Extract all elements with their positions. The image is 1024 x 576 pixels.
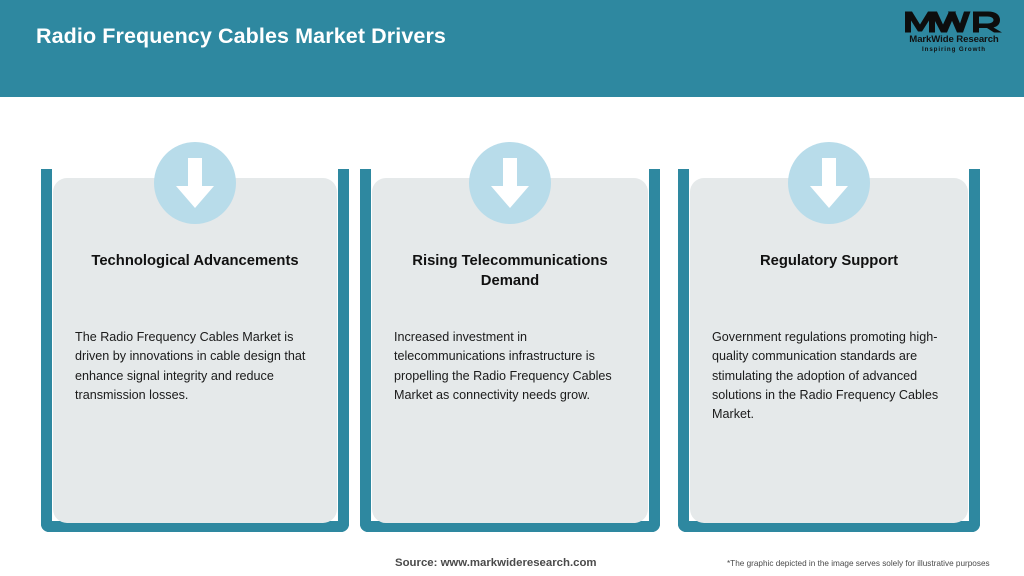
down-arrow-glyph (810, 158, 848, 208)
driver-card-1[interactable]: Technological Advancements The Radio Fre… (41, 142, 349, 532)
card-body-2: Increased investment in telecommunicatio… (394, 330, 612, 402)
driver-card-2[interactable]: Rising Telecommunications Demand Increas… (360, 142, 660, 532)
card-title-3: Regulatory Support (759, 253, 899, 269)
card-body-3: Government regulations promoting high-qu… (712, 330, 939, 422)
logo-tagline: Inspiring Growth (922, 46, 986, 53)
card-frame-accent-1 (41, 169, 349, 532)
card-title-1: Technological Advancements (91, 253, 299, 269)
driver-card-3[interactable]: Regulatory Support Government regulation… (678, 142, 980, 532)
down-arrow-glyph (176, 158, 214, 208)
page-title: Radio Frequency Cables Market Drivers (36, 24, 446, 48)
card-title-2: Rising Telecommunications Demand (412, 253, 608, 289)
card-surface-1: Technological Advancements The Radio Fre… (53, 178, 337, 523)
card-frame-accent-3 (678, 169, 980, 532)
markwide-research-logo: MarkWide Research Inspiring Growth (902, 8, 1006, 60)
down-arrow-icon-3 (788, 142, 870, 224)
logo-company-name: MarkWide Research (909, 34, 999, 45)
page-header: Radio Frequency Cables Market Drivers Ma… (0, 0, 1024, 97)
card-surface-2: Rising Telecommunications Demand Increas… (372, 178, 648, 523)
down-arrow-icon-2 (469, 142, 551, 224)
driver-cards-container: Technological Advancements The Radio Fre… (0, 97, 1024, 537)
source-label: Source: www.markwideresearch.com (395, 557, 597, 569)
card-body-1: The Radio Frequency Cables Market is dri… (75, 330, 306, 402)
disclaimer-label: *The graphic depicted in the image serve… (727, 559, 990, 568)
down-arrow-icon-1 (154, 142, 236, 224)
card-surface-3: Regulatory Support Government regulation… (690, 178, 968, 523)
mwr-logo-icon (905, 11, 1002, 33)
card-frame-accent-2 (360, 169, 660, 532)
down-arrow-glyph (491, 158, 529, 208)
